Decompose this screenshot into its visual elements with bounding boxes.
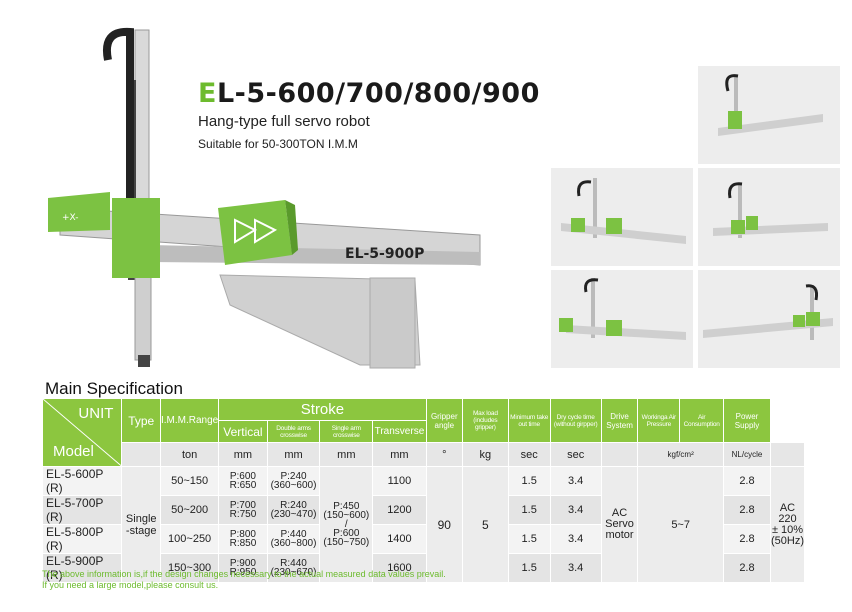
transverse-cell: 1400	[372, 524, 427, 554]
load-unit: kg	[461, 442, 509, 467]
product-title-block: EL-5-600/700/800/900 Hang-type full serv…	[198, 78, 540, 151]
model-cell: EL-5-900P (R)	[41, 553, 123, 583]
take-cell: 1.5	[507, 495, 551, 525]
model-cell: EL-5-800P (R)	[41, 524, 123, 554]
product-title: EL-5-600/700/800/900	[198, 78, 540, 109]
imm-header: I.M.M.Range	[159, 398, 220, 443]
single-unit: mm	[319, 442, 374, 467]
consumption-cell: 2.8	[722, 466, 771, 496]
gripper-value: 90	[425, 466, 463, 583]
drive-unit	[600, 442, 639, 467]
spec-table: UNIT Model Type I.M.M.Range Stroke Gripp…	[41, 398, 806, 583]
power-value: AC 220 ± 10% (50Hz)	[769, 466, 806, 583]
dry-cycle-header: Dry cycle time (without girpper)	[549, 398, 602, 443]
consumption-cell: 2.8	[722, 495, 771, 525]
thumbnail-view-1	[698, 66, 840, 164]
load-value: 5	[461, 466, 509, 583]
consumption-cell: 2.8	[722, 524, 771, 554]
thumbnail-view-3	[698, 168, 840, 266]
double-unit: mm	[266, 442, 321, 467]
dry-cell: 3.4	[549, 495, 602, 525]
transverse-cell: 1600	[372, 553, 427, 583]
double-cell: R:240 (230~470)	[266, 495, 321, 525]
power-unit	[769, 442, 806, 467]
take-unit: sec	[507, 442, 551, 467]
product-suitable: Suitable for 50-300TON I.M.M	[198, 137, 358, 151]
vertical-header: Vertical	[218, 420, 268, 443]
consumption-cell: 2.8	[722, 553, 771, 583]
hero-model-label: EL-5-900P	[345, 246, 424, 262]
title-rest: L-5-600/700/800/900	[216, 78, 540, 109]
table-row: EL-5-900P (R) 150~300 P:900 R:950 R:440 …	[41, 553, 805, 583]
dry-cell: 3.4	[549, 466, 602, 496]
pressure-value: 5~7	[637, 466, 724, 583]
air-pressure-header: Workinga Air Pressure	[637, 398, 681, 443]
transverse-cell: 1200	[372, 495, 427, 525]
footnote-large-model: If you need a large model,please consult…	[42, 580, 219, 590]
min-take-header: Minimum take out time	[507, 398, 551, 443]
thumbnail-view-2	[551, 168, 693, 266]
model-cell: EL-5-700P (R)	[41, 495, 123, 525]
double-cell: R:440 (230~670)	[266, 553, 321, 583]
svg-text:+X-: +X-	[62, 213, 79, 223]
type-header: Type	[121, 398, 161, 443]
table-row: EL-5-800P (R) 100~250 P:800 R:850 P:440 …	[41, 524, 805, 554]
imm-unit: ton	[159, 442, 220, 467]
unit-label: UNIT	[78, 405, 114, 422]
drive-header: Drive System	[600, 398, 639, 443]
thumbnail-view-4	[551, 270, 693, 368]
imm-cell: 150~300	[159, 553, 220, 583]
imm-cell: 50~150	[159, 466, 220, 496]
consumption-unit: NL/cycle	[722, 442, 771, 467]
pressure-unit: kgf/cm²	[637, 442, 724, 467]
type-unit	[121, 442, 161, 467]
model-label: Model	[53, 443, 94, 460]
dry-unit: sec	[549, 442, 602, 467]
stroke-header: Stroke	[218, 398, 427, 421]
transverse-unit: mm	[372, 442, 427, 467]
imm-cell: 50~200	[159, 495, 220, 525]
double-cell: P:240 (360~600)	[266, 466, 321, 496]
thumbnail-view-5	[698, 270, 840, 368]
gripper-header: Gripper angle	[425, 398, 463, 443]
gripper-unit: °	[425, 442, 463, 467]
transverse-header: Transverse	[372, 420, 427, 443]
single-arm-header: Single arm crosswise	[319, 420, 374, 443]
transverse-cell: 1100	[372, 466, 427, 496]
dry-cell: 3.4	[549, 553, 602, 583]
imm-cell: 100~250	[159, 524, 220, 554]
vertical-cell: P:900 R:950	[218, 553, 268, 583]
product-subtitle: Hang-type full servo robot	[198, 113, 370, 130]
hero-robot-image: +X- EL-5-900P	[30, 20, 500, 375]
vertical-cell: P:800 R:850	[218, 524, 268, 554]
take-cell: 1.5	[507, 553, 551, 583]
take-cell: 1.5	[507, 524, 551, 554]
type-value: Single -stage	[121, 466, 161, 583]
table-row: EL-5-600P (R) Single -stage 50~150 P:600…	[41, 466, 806, 583]
power-header: Power Supply	[722, 398, 771, 443]
vertical-cell: P:600 R:650	[218, 466, 268, 496]
double-arms-header: Double arms crosswise	[266, 420, 321, 443]
footnote-design-change: The above information is,if the design c…	[42, 569, 446, 579]
unit-model-header: UNIT Model	[41, 398, 123, 467]
drive-value: AC Servo motor	[600, 466, 639, 583]
spec-title: Main Specification	[45, 379, 183, 398]
model-cell: EL-5-600P (R)	[41, 466, 123, 496]
take-cell: 1.5	[507, 466, 551, 496]
maxload-header: Max load (includes gripper)	[461, 398, 509, 443]
vertical-unit: mm	[218, 442, 268, 467]
dry-cell: 3.4	[549, 524, 602, 554]
title-accent-letter: E	[198, 78, 217, 109]
single-value: P:450 (150~600) / P:600 (150~750)	[319, 466, 374, 583]
double-cell: P:440 (360~800)	[266, 524, 321, 554]
air-consumption-header: Air Consumption	[679, 398, 724, 443]
vertical-cell: P:700 R:750	[218, 495, 268, 525]
